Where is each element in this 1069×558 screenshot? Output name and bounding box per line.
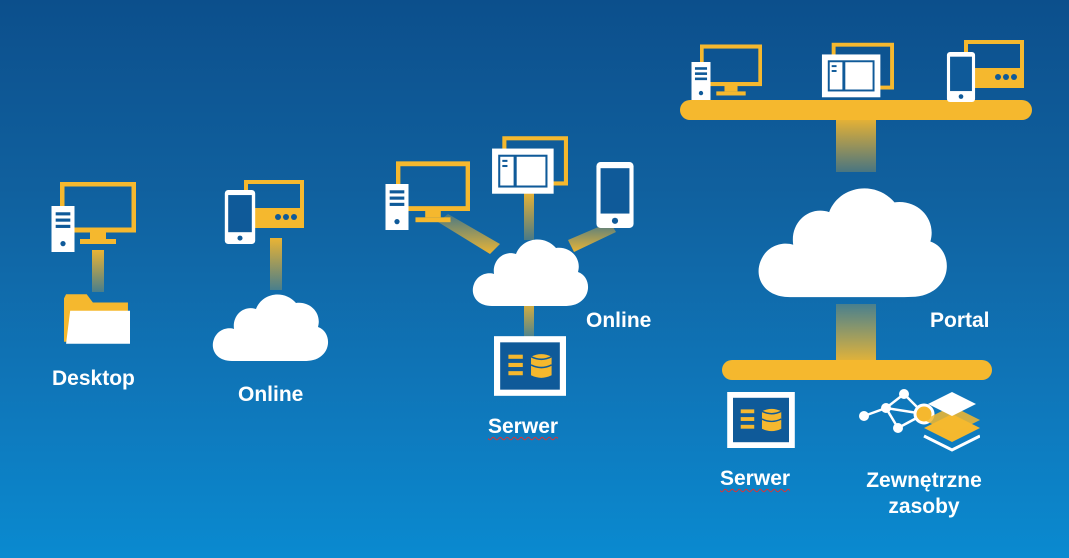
server-tower-icon: [51, 206, 75, 252]
connector-top: [524, 192, 534, 240]
server-panel-icon: [726, 392, 796, 448]
phone-icon: [596, 162, 634, 228]
server-tower-icon: [691, 62, 711, 100]
server-panel-icon: [494, 336, 566, 396]
label-online-2: Online: [586, 309, 652, 332]
resources-shelf: [722, 360, 992, 380]
label-desktop: Desktop: [52, 367, 135, 390]
portal-connector-top: [836, 118, 876, 172]
online-connector-1: [270, 238, 282, 290]
devices-shelf: [680, 100, 1032, 120]
label-serwer-1: Serwer: [488, 415, 559, 438]
portal-group: [680, 40, 1032, 452]
tablet-window-icon: [492, 138, 566, 193]
label-online-1: Online: [238, 383, 304, 406]
label-external-line1: Zewnętrzne: [866, 469, 982, 492]
tablet-window-icon: [820, 42, 894, 100]
external-resources-icon: [857, 388, 980, 452]
online-group-2: [385, 138, 634, 396]
server-tower-icon: [385, 184, 409, 230]
desktop-group: [51, 184, 135, 344]
phone-icon: [946, 52, 976, 102]
label-serwer-2: Serwer: [720, 467, 791, 490]
folder-icon: [64, 294, 130, 344]
connector-left: [438, 214, 500, 254]
label-external-resources: Zewnętrzne zasoby: [834, 468, 1014, 520]
cloud-icon: [212, 294, 329, 361]
desktop-connector: [92, 250, 104, 292]
cloud-icon: [758, 188, 947, 298]
online-group-1: [212, 180, 329, 361]
label-external-line2: zasoby: [888, 495, 960, 518]
connector-bottom: [524, 300, 534, 338]
phone-icon: [224, 190, 256, 244]
connector-right: [568, 222, 616, 252]
portal-connector-bottom: [836, 304, 876, 364]
label-portal: Portal: [930, 309, 990, 332]
